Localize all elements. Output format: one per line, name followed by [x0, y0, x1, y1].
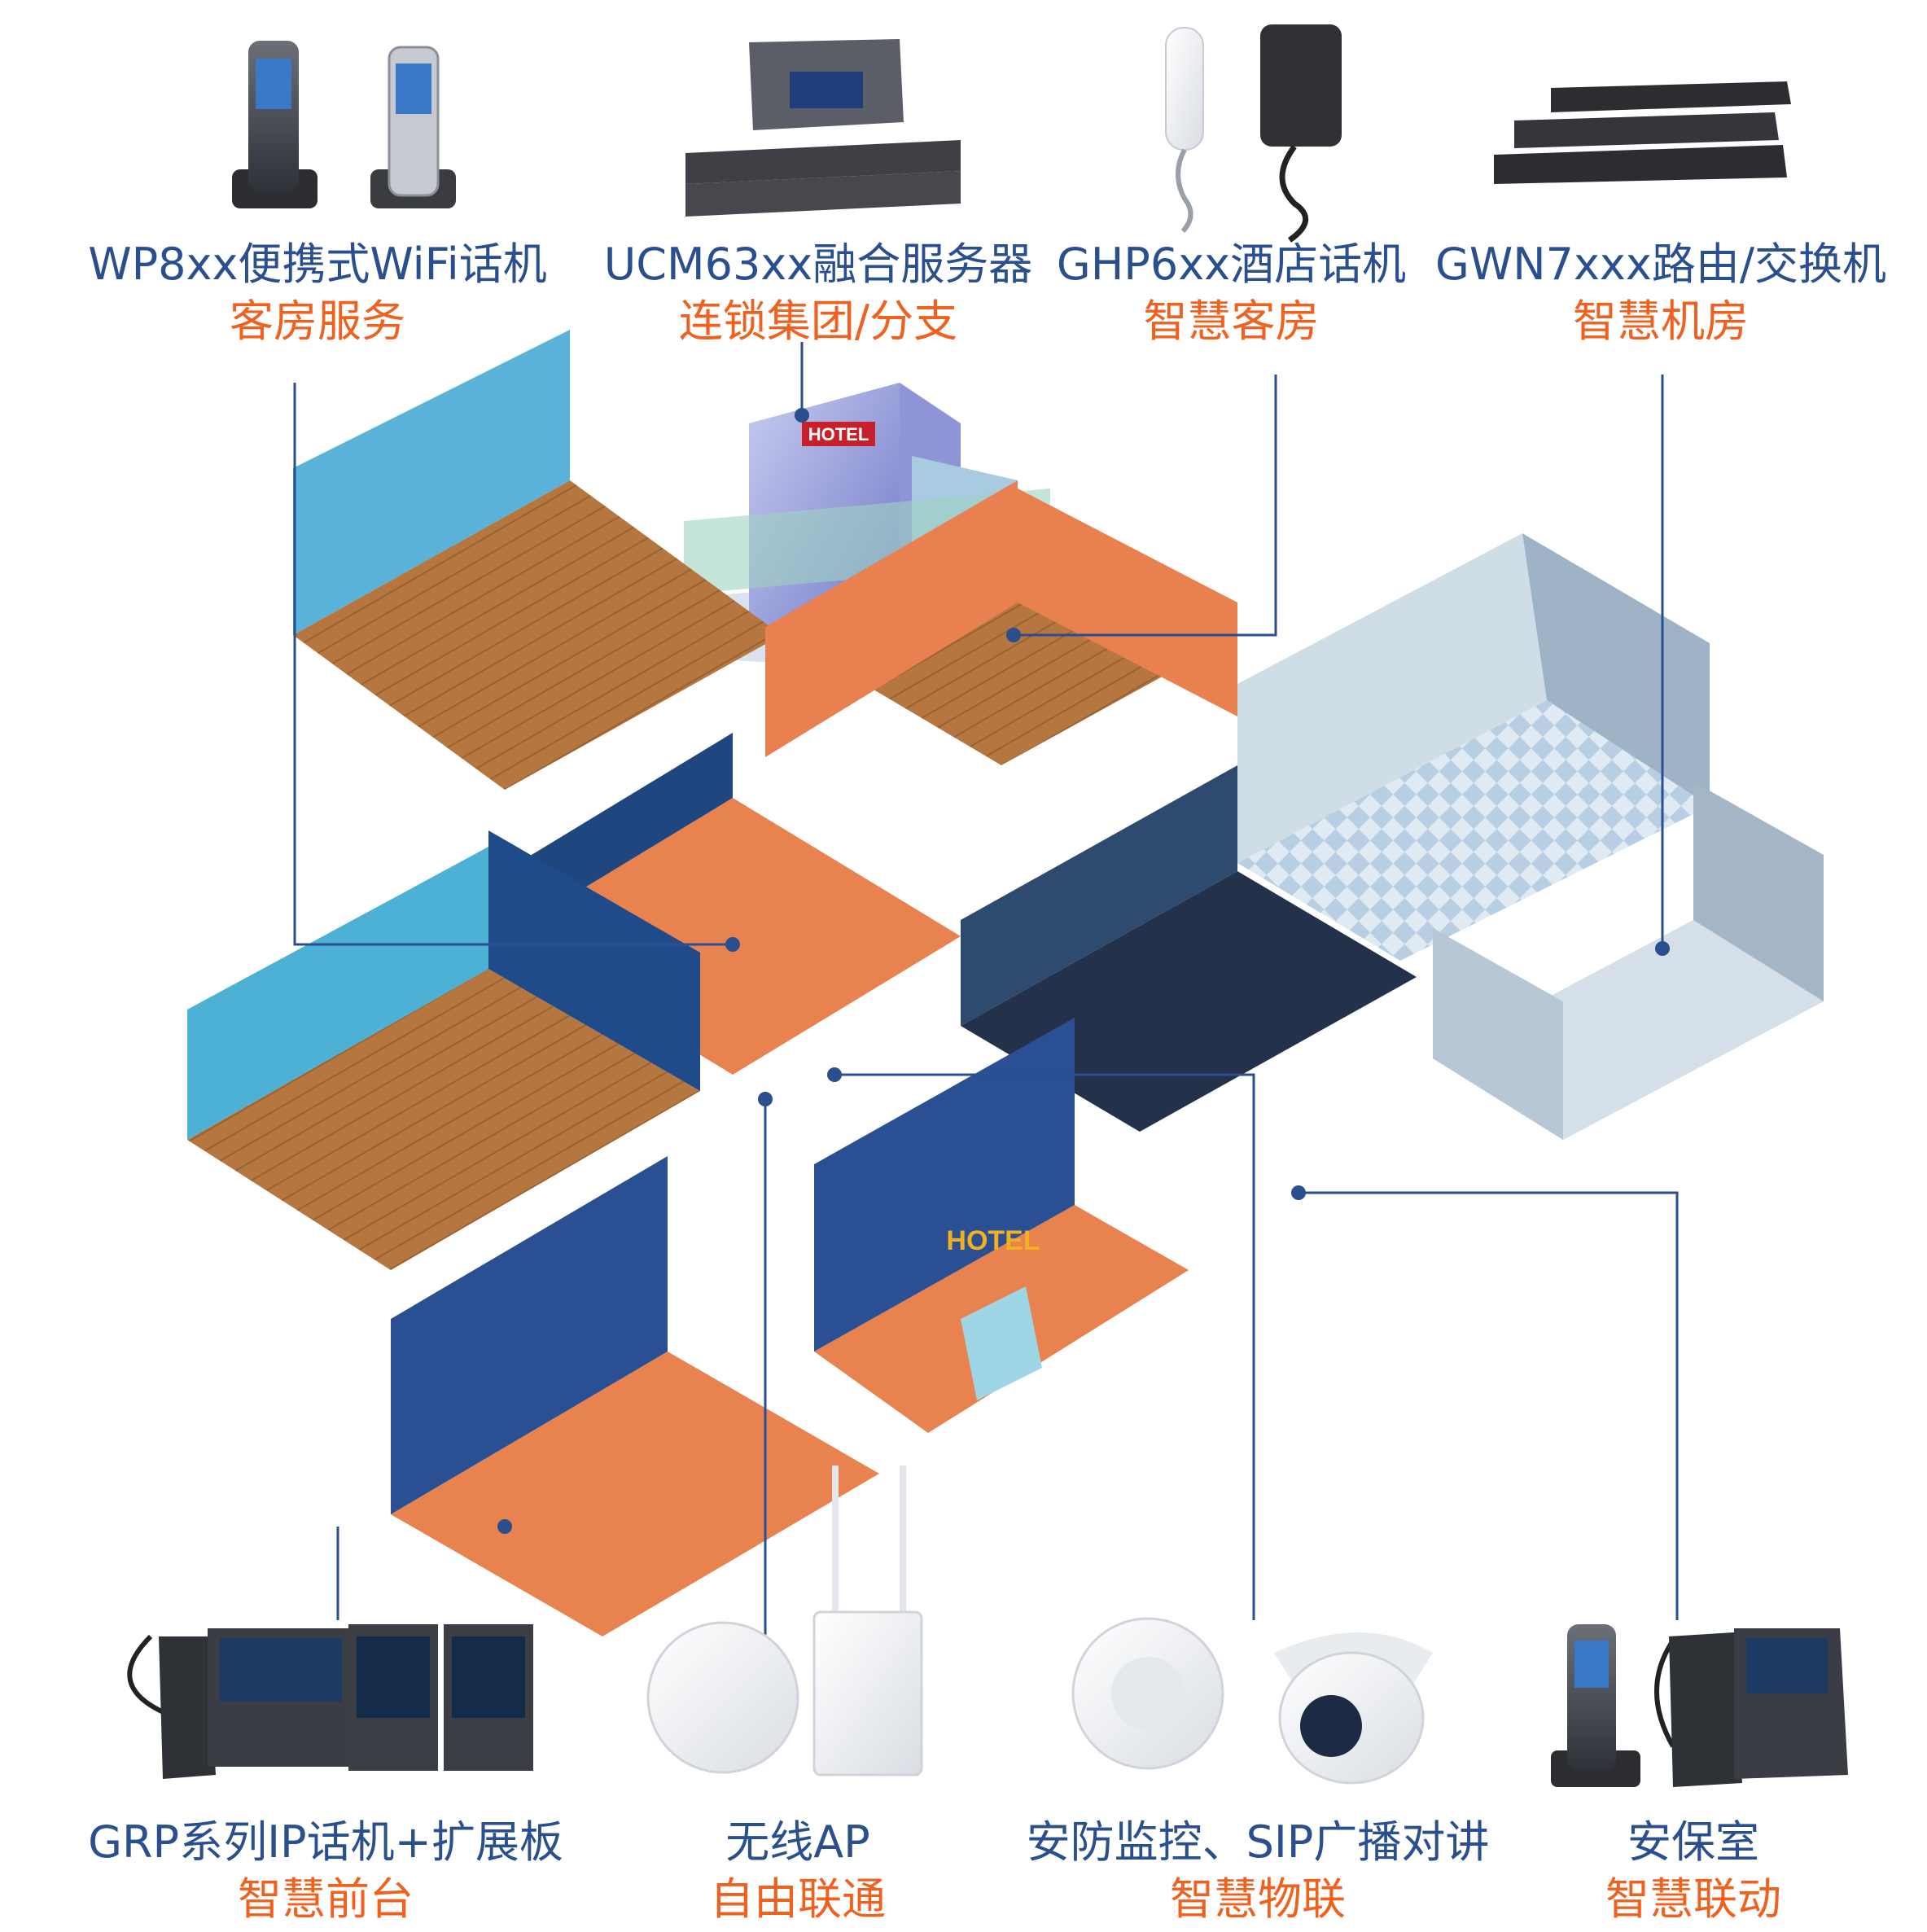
label-ucm63xx-role: 连锁集团/分支 [678, 296, 958, 347]
hotel-sign-text: HOTEL [808, 424, 869, 445]
label-ghp6xx-role: 智慧客房 [1143, 296, 1320, 347]
label-wp8xx: WP8xx便携式WiFi话机 客房服务 [81, 236, 554, 350]
label-ap-role: 自由联通 [710, 1873, 886, 1925]
label-security-role: 智慧物联 [1170, 1873, 1346, 1925]
building-shell: HOTEL [187, 330, 1824, 1636]
label-grp-name: GRP系列IP话机+扩展板 [88, 1816, 563, 1868]
label-ucm63xx: UCM63xx融合服务器 连锁集团/分支 [590, 236, 1046, 350]
ghp6xx-phones-image [1165, 24, 1342, 243]
label-ghp6xx-name: GHP6xx酒店话机 [1056, 239, 1407, 290]
wireless-ap-image [646, 1465, 923, 1776]
label-guard: 安保室 智慧联动 [1547, 1814, 1840, 1928]
label-grp: GRP系列IP话机+扩展板 智慧前台 [73, 1814, 578, 1928]
wp8xx-phones-image [232, 41, 456, 208]
label-gwn7xxx: GWN7xxx路由/交换机 智慧机房 [1421, 236, 1901, 350]
label-security: 安防监控、SIP广播对讲 智慧物联 [1005, 1814, 1510, 1928]
security-devices-image [1071, 1617, 1433, 1785]
label-gwn7xxx-name: GWN7xxx路由/交换机 [1434, 239, 1887, 290]
label-ghp6xx: GHP6xx酒店话机 智慧客房 [1046, 236, 1417, 350]
grp-phone-expansion-image [127, 1624, 533, 1779]
lobby-hotel-sign: HOTEL [946, 1225, 1040, 1256]
label-guard-role: 智慧联动 [1605, 1873, 1781, 1925]
label-ap-name: 无线AP [725, 1816, 870, 1868]
label-wp8xx-role: 客房服务 [230, 296, 405, 347]
connector-lines [293, 342, 1679, 1636]
guard-room-devices-image [1551, 1624, 1848, 1787]
label-grp-role: 智慧前台 [238, 1873, 414, 1925]
label-security-name: 安防监控、SIP广播对讲 [1026, 1816, 1490, 1868]
label-gwn7xxx-role: 智慧机房 [1573, 296, 1749, 347]
label-wp8xx-name: WP8xx便携式WiFi话机 [88, 239, 547, 290]
hotel-sign [802, 422, 875, 446]
connector-dots [497, 408, 1670, 1534]
label-ap: 无线AP 自由联通 [676, 1814, 920, 1928]
ucm63xx-server-image [685, 39, 961, 217]
label-ucm63xx-name: UCM63xx融合服务器 [603, 239, 1033, 290]
gwn7xxx-switches-image [1494, 81, 1791, 184]
label-guard-name: 安保室 [1627, 1816, 1759, 1868]
